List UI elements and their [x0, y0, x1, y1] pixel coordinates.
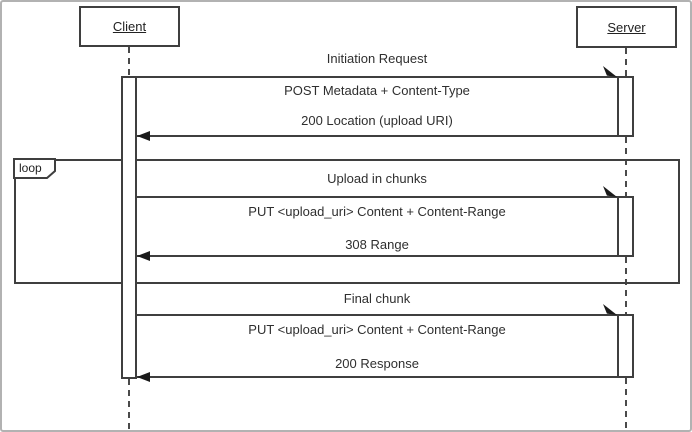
server-actor-box: Server — [576, 6, 677, 48]
arrowhead-left-icon — [137, 251, 150, 261]
arrowhead-right-icon — [603, 66, 617, 77]
arrowhead-left-icon — [137, 372, 150, 382]
arrowhead-right-icon — [603, 304, 617, 315]
server-activation-bar-1 — [617, 76, 634, 137]
server-lifeline — [625, 48, 627, 77]
server-activation-bar-3 — [617, 314, 634, 378]
loop-tab-shape — [13, 158, 56, 179]
server-lifeline — [625, 257, 627, 315]
request-message-3: PUT <upload_uri> Content + Content-Range — [248, 322, 506, 337]
section-label-final-chunk: Final chunk — [343, 291, 411, 306]
client-actor-label: Client — [112, 19, 147, 34]
client-activation-bar — [121, 76, 137, 379]
request-arrow-1 — [137, 76, 617, 78]
server-lifeline — [625, 378, 627, 429]
response-arrow-3 — [137, 376, 617, 378]
client-lifeline — [128, 379, 130, 429]
response-message-3: 200 Response — [335, 356, 419, 371]
section-label-initiation: Initiation Request — [326, 51, 428, 66]
client-lifeline — [128, 47, 130, 76]
response-message-2: 308 Range — [345, 237, 409, 252]
server-lifeline — [625, 137, 627, 197]
client-actor-box: Client — [79, 6, 180, 47]
request-message-2: PUT <upload_uri> Content + Content-Range — [248, 204, 506, 219]
loop-fragment-frame — [14, 159, 680, 284]
request-arrow-2 — [137, 196, 617, 198]
request-message-1: POST Metadata + Content-Type — [284, 83, 470, 98]
arrowhead-left-icon — [137, 131, 150, 141]
section-label-upload-chunks: Upload in chunks — [327, 171, 427, 186]
response-arrow-2 — [137, 255, 617, 257]
server-activation-bar-2 — [617, 196, 634, 257]
response-arrow-1 — [137, 135, 617, 137]
request-arrow-3 — [137, 314, 617, 316]
loop-operator-label: loop — [19, 161, 42, 175]
response-message-1: 200 Location (upload URI) — [301, 113, 453, 128]
server-actor-label: Server — [607, 19, 646, 35]
arrowhead-right-icon — [603, 186, 617, 197]
